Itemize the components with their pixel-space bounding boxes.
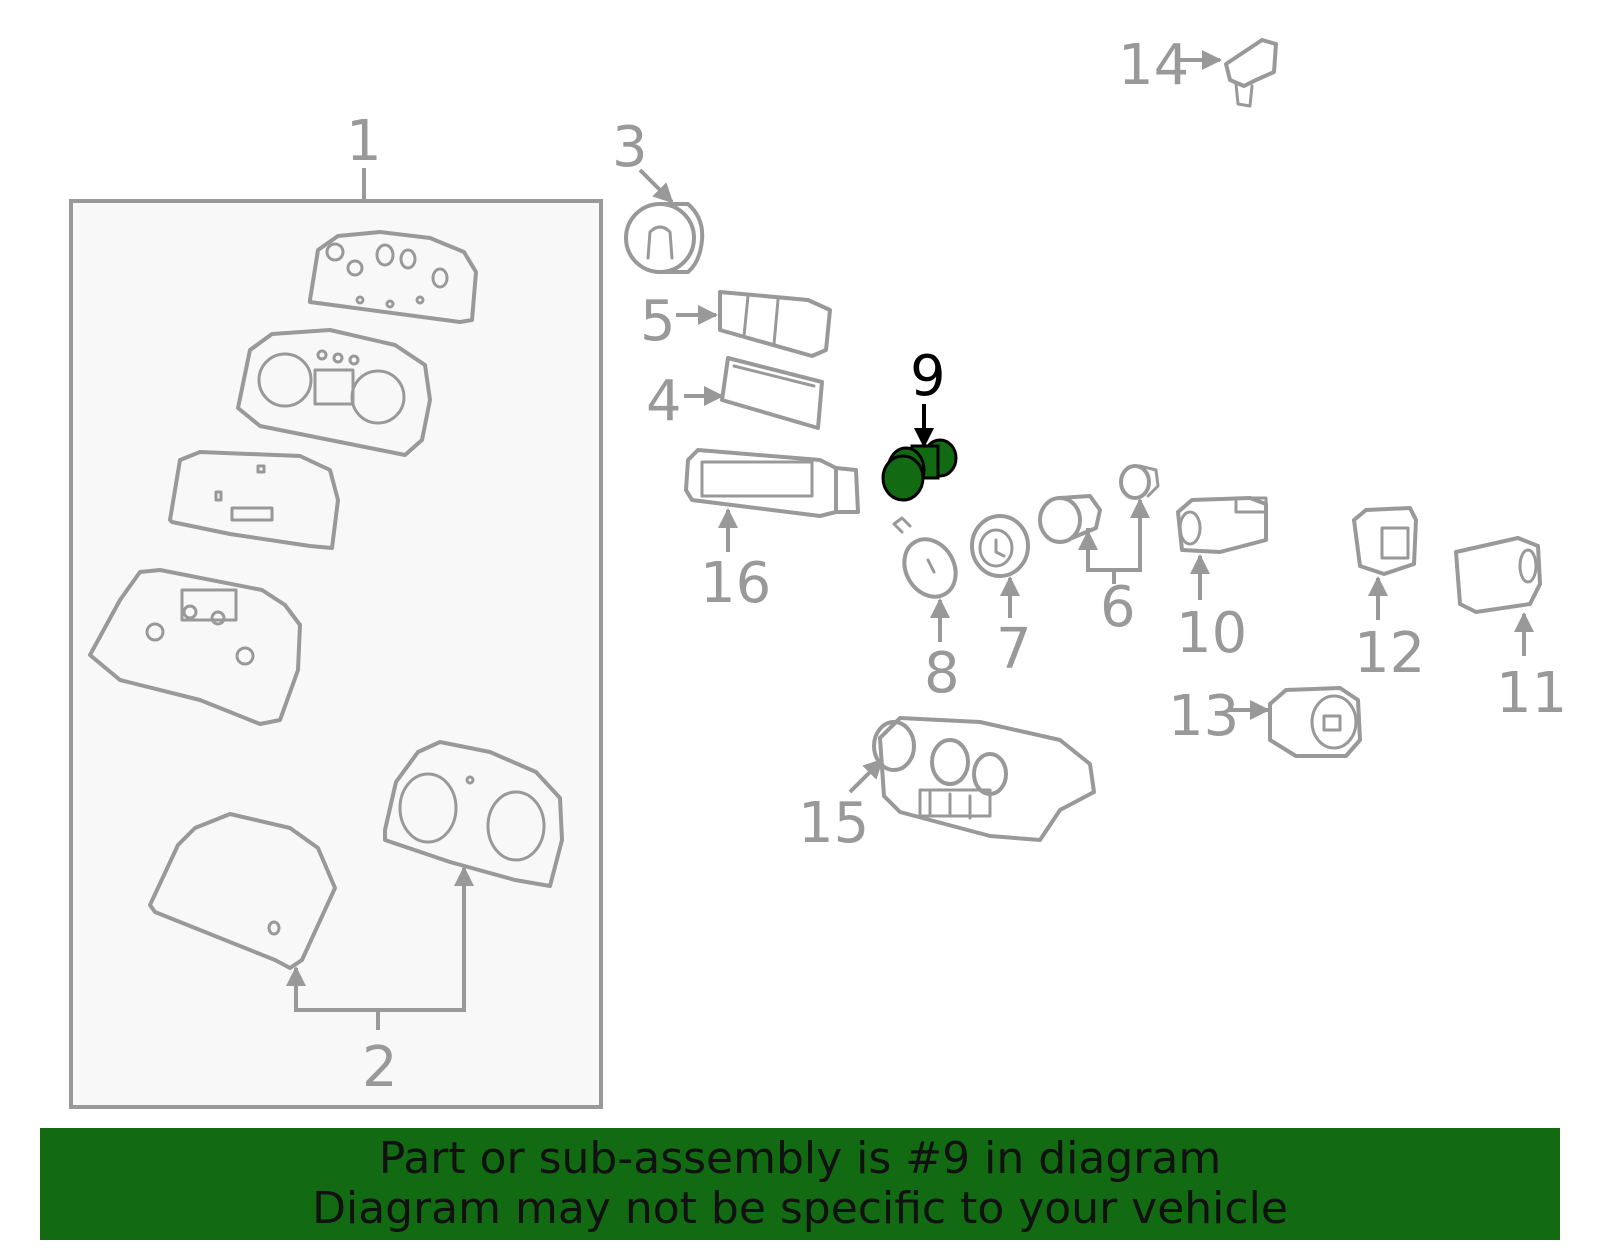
part-7-knob[interactable]: [970, 514, 1030, 578]
callout-14[interactable]: 14: [1118, 33, 1189, 98]
part-11-module[interactable]: [1454, 536, 1542, 614]
cluster-housing[interactable]: [88, 568, 302, 726]
callout-16[interactable]: 16: [700, 551, 771, 616]
callout-1[interactable]: 1: [346, 109, 382, 174]
callout-12[interactable]: 12: [1354, 621, 1425, 686]
callout-15[interactable]: 15: [798, 791, 869, 856]
part-14-connector[interactable]: [1224, 38, 1278, 108]
part-9-highlighted[interactable]: [881, 438, 958, 502]
banner-line-1: Part or sub-assembly is #9 in diagram: [378, 1133, 1222, 1184]
cluster-lens-1[interactable]: [308, 230, 478, 324]
cluster-face[interactable]: [236, 328, 432, 457]
callout-11[interactable]: 11: [1496, 661, 1567, 726]
callout-9[interactable]: 9: [910, 344, 946, 409]
part-16-display-module[interactable]: [684, 448, 860, 518]
callout-7[interactable]: 7: [996, 617, 1032, 682]
part-10-switch-module[interactable]: [1176, 496, 1268, 554]
part-3-headlamp-switch[interactable]: [624, 202, 705, 274]
callout-5[interactable]: 5: [640, 289, 676, 354]
cluster-lens-2a[interactable]: [148, 812, 337, 970]
callout-6[interactable]: 6: [1100, 575, 1136, 640]
part-13-switch[interactable]: [1268, 686, 1362, 758]
part-12-button[interactable]: [1352, 506, 1418, 576]
callout-10[interactable]: 10: [1176, 601, 1247, 666]
part-5-switch-panel[interactable]: [718, 290, 832, 358]
callout-4[interactable]: 4: [646, 369, 682, 434]
cluster-backplate[interactable]: [168, 450, 340, 550]
callout-13[interactable]: 13: [1168, 684, 1239, 749]
callout-8[interactable]: 8: [924, 641, 960, 706]
part-15-climate-control[interactable]: [872, 716, 1096, 842]
banner-line-2: Diagram may not be specific to your vehi…: [312, 1183, 1288, 1234]
part-8-trim-knob[interactable]: [892, 516, 966, 606]
cluster-group-box: [69, 199, 603, 1109]
cluster-lens-2b[interactable]: [383, 740, 564, 888]
callout-2[interactable]: 2: [362, 1035, 398, 1100]
part-4-trim-plate[interactable]: [720, 356, 824, 430]
callout-3[interactable]: 3: [612, 115, 648, 180]
part-6-bezel-b[interactable]: [1119, 464, 1160, 500]
info-banner: Part or sub-assembly is #9 in diagram Di…: [40, 1128, 1560, 1240]
part-6-bezel-a[interactable]: [1038, 494, 1102, 544]
